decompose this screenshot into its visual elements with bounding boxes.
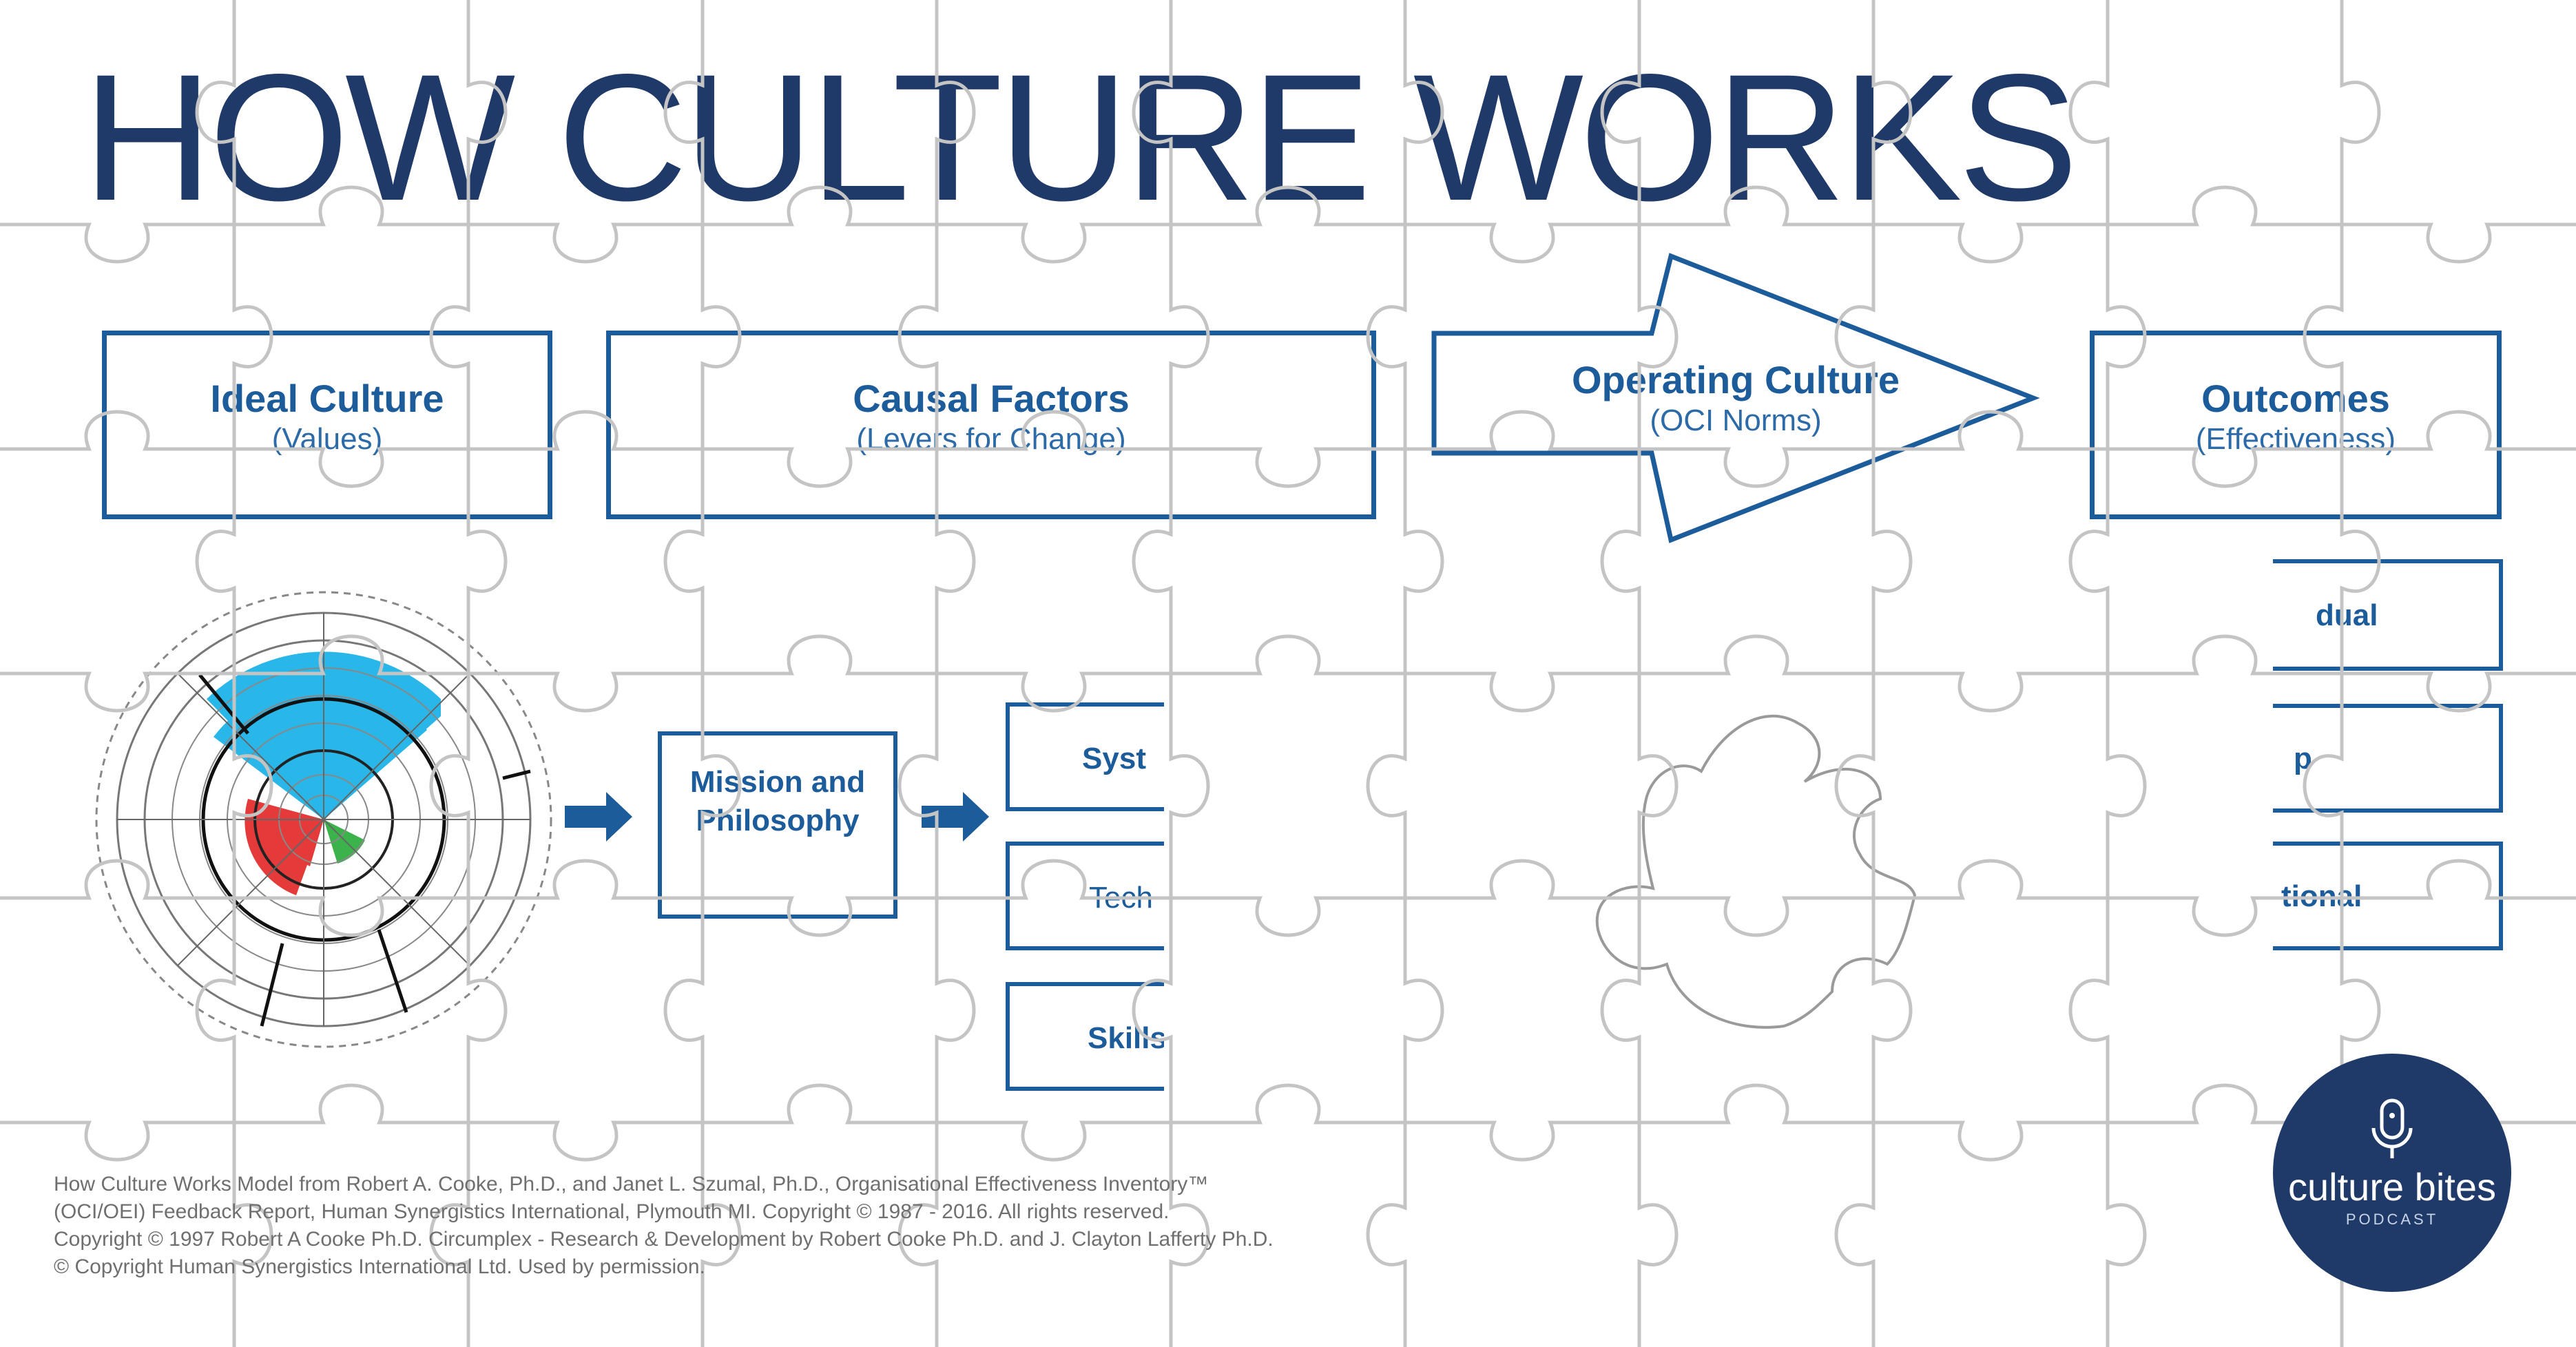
- credit-line: (OCI/OEI) Feedback Report, Human Synergi…: [54, 1200, 1170, 1223]
- puzzle-edge: [897, 0, 976, 1347]
- microphone-icon: [2371, 1098, 2413, 1158]
- arrow-right-icon: [565, 792, 632, 842]
- credit-line: How Culture Works Model from Robert A. C…: [54, 1173, 1209, 1195]
- puzzle-edge: [0, 410, 2576, 488]
- puzzle-edge: [0, 859, 2576, 937]
- credit-line: © Copyright Human Synergistics Internati…: [54, 1255, 705, 1278]
- puzzle-edge: [195, 0, 273, 1347]
- header-title: Operating Culture: [1571, 358, 1900, 401]
- puzzle-edge: [2068, 0, 2147, 1347]
- header-title: Outcomes: [2201, 377, 2390, 420]
- mission-philosophy-box: Mission and Philosophy: [658, 731, 897, 919]
- lever-box-systems: Syst: [1006, 702, 1164, 811]
- puzzle-edge: [1834, 0, 1913, 1347]
- header-outcomes: Outcomes (Effectiveness): [2090, 331, 2502, 519]
- logo-name: culture bites: [2288, 1165, 2496, 1209]
- header-causal-factors: Causal Factors (Levers for Change): [606, 331, 1376, 519]
- puzzle-edge: [0, 634, 2576, 713]
- puzzle-edge: [0, 1083, 2576, 1162]
- culture-bites-logo: culture bites PODCAST: [2273, 1054, 2511, 1292]
- outcome-box-individual: dual: [2273, 559, 2503, 671]
- puzzle-edge: [0, 185, 2576, 264]
- credit-line: Copyright © 1997 Robert A Cooke Ph.D. Ci…: [54, 1228, 1274, 1251]
- puzzle-edge: [1600, 0, 1679, 1347]
- mission-label: Mission and Philosophy: [689, 765, 866, 837]
- puzzle-edge: [1366, 0, 1444, 1347]
- arrow-right-icon: [922, 792, 989, 842]
- page-title: HOW CULTURE WORKS: [83, 36, 2079, 238]
- credits-block: How Culture Works Model from Robert A. C…: [54, 1171, 1274, 1281]
- puzzle-edge: [1132, 0, 1210, 1347]
- header-title: Ideal Culture: [210, 377, 444, 420]
- header-title: Causal Factors: [853, 377, 1130, 420]
- puzzle-edge: [663, 0, 742, 1347]
- header-operating-culture: Operating Culture (OCI Norms): [1488, 358, 1984, 439]
- puzzle-edge: [429, 0, 508, 1347]
- logo-tagline: PODCAST: [2345, 1211, 2439, 1228]
- lever-box-skills: Skills/Qual: [1006, 982, 1164, 1091]
- header-subtitle: (OCI Norms): [1650, 404, 1822, 437]
- lever-boxes-group: Syst Tech Skills/Qual: [1006, 702, 1164, 1129]
